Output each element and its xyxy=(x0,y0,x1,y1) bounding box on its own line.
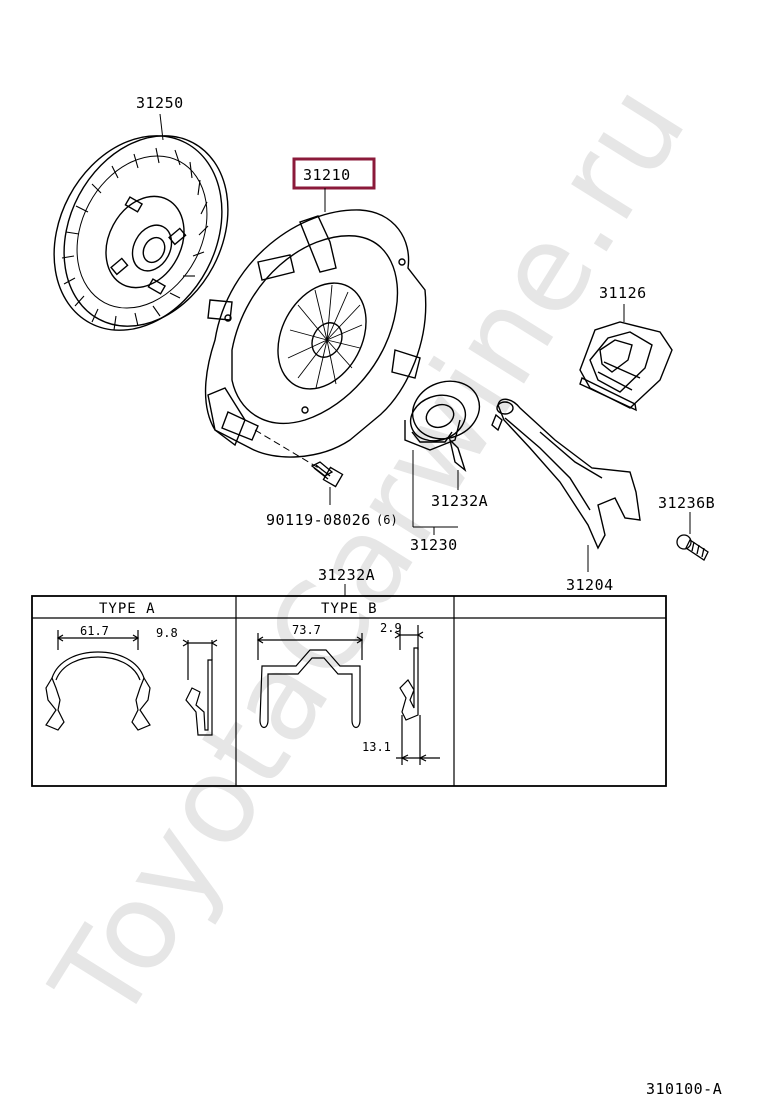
clip-table xyxy=(31,595,667,787)
type-a-clip-drawing xyxy=(45,630,218,736)
label-31250[interactable]: 31250 xyxy=(136,94,184,112)
dim-type-b-side: 2.9 xyxy=(380,621,402,635)
dim-type-a-width: 61.7 xyxy=(80,624,109,638)
header-type-a: TYPE A xyxy=(99,601,156,617)
boot-drawing[interactable] xyxy=(579,321,673,412)
label-31126[interactable]: 31126 xyxy=(599,284,647,302)
header-type-b: TYPE B xyxy=(321,601,378,617)
release-bearing-drawing[interactable] xyxy=(404,372,487,472)
clutch-cover-drawing[interactable] xyxy=(204,209,427,458)
release-fork-drawing[interactable] xyxy=(491,398,641,550)
label-31236B[interactable]: 31236B xyxy=(658,494,715,512)
label-31204[interactable]: 31204 xyxy=(566,576,614,594)
type-b-clip-drawing xyxy=(256,625,440,765)
table-title-31232A[interactable]: 31232A xyxy=(318,566,375,584)
bolt-quantity: (6) xyxy=(376,513,398,527)
label-90119-08026[interactable]: 90119-08026 xyxy=(266,511,371,529)
watermark: ToyotaCarwine.ru xyxy=(26,60,714,1046)
dim-type-b-height: 13.1 xyxy=(362,740,391,754)
diagram-code: 310100-A xyxy=(646,1080,722,1098)
dim-type-a-side: 9.8 xyxy=(156,626,178,640)
clutch-disc-drawing[interactable] xyxy=(21,106,260,359)
dim-type-b-width: 73.7 xyxy=(292,623,321,637)
pivot-drawing[interactable] xyxy=(676,534,709,561)
label-31232A[interactable]: 31232A xyxy=(431,492,488,510)
highlight-box xyxy=(292,157,376,190)
label-31210[interactable]: 31210 xyxy=(303,166,351,184)
label-31230[interactable]: 31230 xyxy=(410,536,458,554)
bolt-drawing[interactable] xyxy=(310,461,344,488)
